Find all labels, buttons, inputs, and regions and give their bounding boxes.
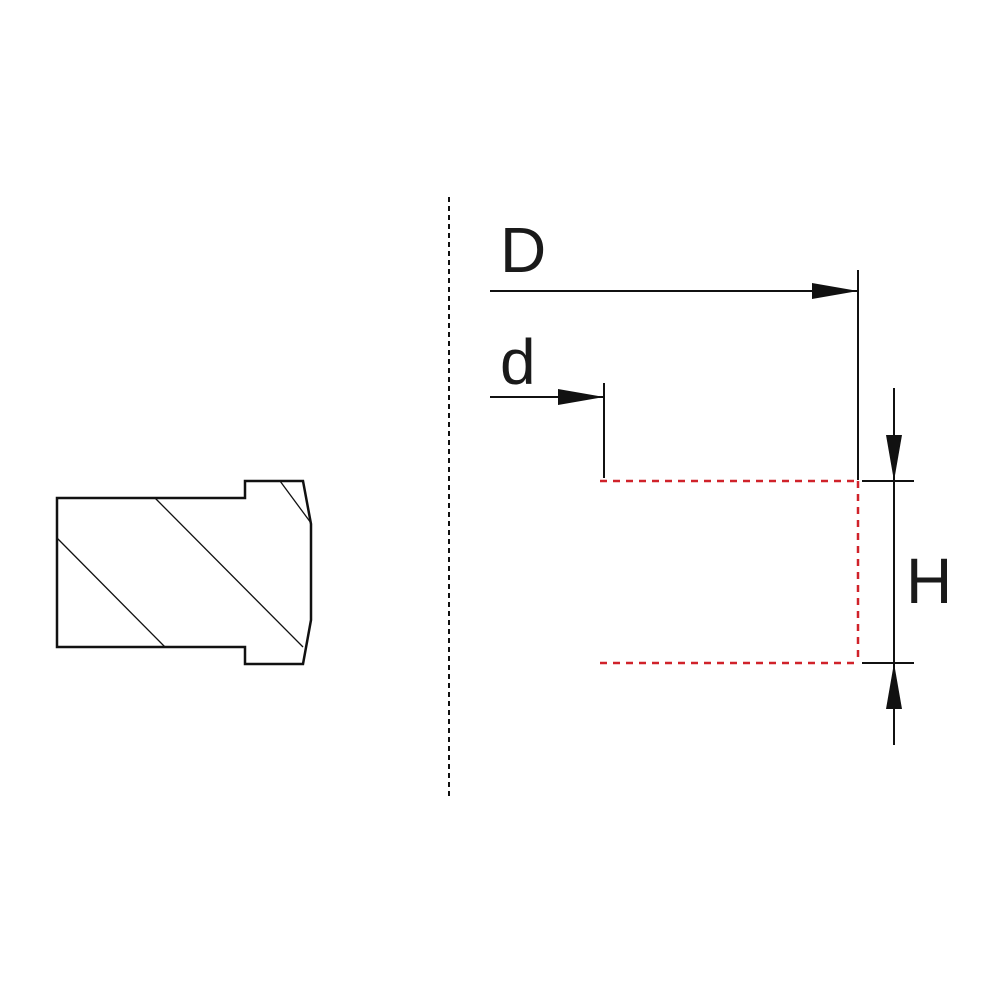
height-label: H [906,545,952,617]
hatch-line-1 [56,537,166,648]
hidden-outline [600,479,860,665]
hatch-line-3 [279,480,312,524]
height-dimension: H [862,388,952,745]
outer-diameter-label: D [500,214,546,286]
inner-diameter-label: d [500,326,536,398]
inner-diameter-dimension: d [490,326,605,478]
seal-profile-outline [55,479,313,666]
seal-profile [55,479,313,666]
section-hatching [56,480,312,648]
outer-diameter-dimension: D [490,214,859,480]
hatch-line-2 [154,497,304,648]
